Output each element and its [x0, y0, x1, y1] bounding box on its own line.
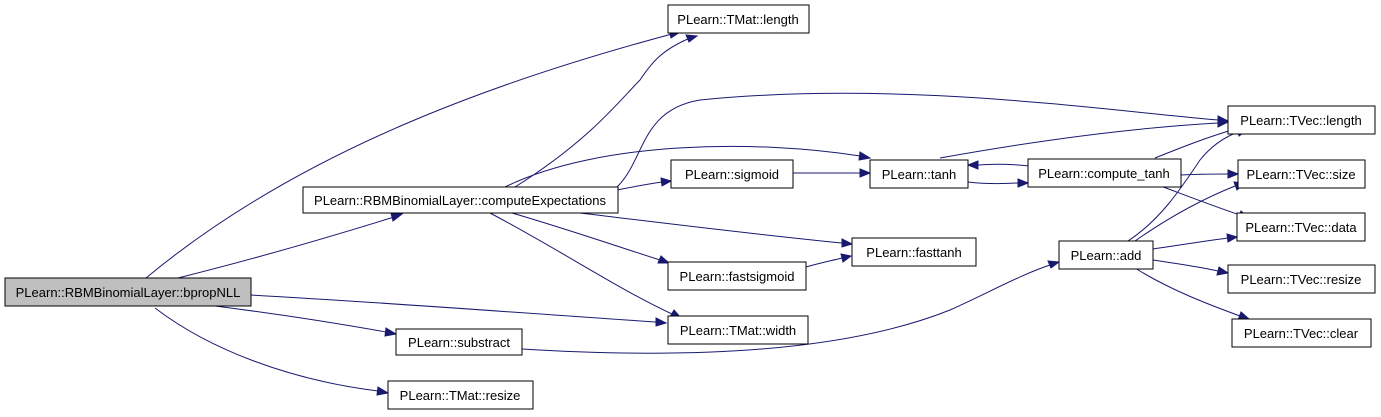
node-computeExpectations[interactable]: PLearn::RBMBinomialLayer::computeExpecta… [302, 186, 619, 214]
node-sigmoid[interactable]: PLearn::sigmoid [670, 159, 794, 189]
arrow-tanh-tvec_length [1217, 118, 1230, 128]
node-label: PLearn::TVec::data [1245, 220, 1357, 235]
node-tvec_data[interactable]: PLearn::TVec::data [1236, 212, 1366, 242]
edge-computeExpectations-fastsigmoid [511, 212, 661, 261]
node-compute_tanh[interactable]: PLearn::compute_tanh [1027, 158, 1182, 188]
arrow-bpropNLL-substract [384, 327, 398, 337]
node-fastsigmoid[interactable]: PLearn::fastsigmoid [667, 261, 807, 291]
node-tvec_length[interactable]: PLearn::TVec::length [1227, 105, 1376, 135]
node-label: PLearn::substract [408, 335, 510, 350]
arrow-compute_tanh-tanh [966, 160, 979, 170]
node-tvec_clear[interactable]: PLearn::TVec::clear [1231, 318, 1372, 348]
edge-substract-add [521, 264, 1051, 354]
nodes: PLearn::RBMBinomialLayer::bpropNLL PLear… [4, 4, 1376, 410]
node-label: PLearn::add [1071, 248, 1142, 263]
edge-compute_tanh-tvec_length [1154, 129, 1233, 159]
edge-tanh-compute_tanh [967, 181, 1019, 185]
edge-add-tvec_data [1152, 237, 1229, 250]
arrow-fastsigmoid-fasttanh [840, 253, 853, 263]
edge-add-tvec_resize [1152, 259, 1219, 272]
node-tmat_length[interactable]: PLearn::TMat::length [667, 4, 810, 34]
edge-computeExpectations-tvec_length [616, 92, 1219, 188]
arrow-computeExpectations-sigmoid [660, 177, 673, 187]
arrow-computeExpectations-fasttanh [841, 238, 854, 248]
node-tvec_size[interactable]: PLearn::TVec::size [1237, 159, 1366, 189]
edge-bpropNLL-tmat_length [145, 33, 673, 279]
edge-computeExpectations-fasttanh [579, 212, 843, 244]
arrow-add-tvec_resize [1216, 266, 1230, 276]
arrow-sigmoid-tanh [859, 168, 872, 178]
arrow-add-tvec_data [1226, 233, 1239, 243]
node-bpropNLL[interactable]: PLearn::RBMBinomialLayer::bpropNLL [4, 277, 252, 307]
node-label: PLearn::compute_tanh [1038, 166, 1170, 181]
node-label: PLearn::TMat::length [677, 12, 798, 27]
arrow-computeExpectations-fastsigmoid [657, 255, 671, 264]
node-tvec_resize[interactable]: PLearn::TVec::resize [1227, 264, 1376, 294]
node-label: PLearn::fastsigmoid [680, 269, 795, 284]
node-fasttanh[interactable]: PLearn::fasttanh [851, 237, 977, 267]
arrow-bpropNLL-computeExpectations [390, 212, 404, 222]
arrow-compute_tanh-tvec_size [1227, 169, 1240, 179]
arrow-bpropNLL-tmat_width [655, 317, 668, 327]
node-label: PLearn::sigmoid [685, 167, 779, 182]
edge-bpropNLL-tmat_resize [154, 307, 379, 392]
node-label: PLearn::TVec::length [1240, 113, 1361, 128]
edge-bpropNLL-tmat_width [249, 294, 657, 323]
node-tanh[interactable]: PLearn::tanh [869, 159, 969, 189]
node-label: PLearn::TMat::resize [400, 388, 521, 403]
node-label: PLearn::TVec::size [1246, 167, 1355, 182]
edge-add-tvec_length [1127, 131, 1239, 242]
edge-tanh-tvec_length [939, 122, 1219, 159]
edge-compute_tanh-tanh [977, 163, 1031, 167]
node-substract[interactable]: PLearn::substract [395, 328, 523, 356]
edge-compute_tanh-tvec_size [1180, 173, 1229, 176]
edge-fastsigmoid-fasttanh [805, 257, 843, 268]
edge-computeExpectations-tanh [504, 145, 861, 188]
node-label: PLearn::tanh [882, 167, 956, 182]
edge-bpropNLL-computeExpectations [177, 216, 395, 279]
arrow-computeExpectations-tmat_length [685, 34, 699, 43]
node-label: PLearn::RBMBinomialLayer::computeExpecta… [314, 193, 606, 208]
node-label: PLearn::TVec::resize [1241, 272, 1362, 287]
arrow-bpropNLL-tmat_resize [376, 386, 390, 396]
arrow-substract-add [1047, 260, 1061, 269]
edge-computeExpectations-tmat_width [489, 212, 673, 315]
edge-add-tvec_size [1134, 185, 1236, 242]
node-label: PLearn::TVec::clear [1244, 326, 1359, 341]
edge-computeExpectations-sigmoid [616, 181, 663, 191]
arrow-tanh-compute_tanh [1017, 178, 1030, 188]
edge-bpropNLL-substract [214, 305, 387, 333]
node-add[interactable]: PLearn::add [1058, 240, 1154, 270]
node-label: PLearn::TMat::width [680, 323, 796, 338]
edge-computeExpectations-tmat_length [514, 37, 691, 188]
edge-add-tvec_clear [1134, 267, 1241, 317]
node-tmat_resize[interactable]: PLearn::TMat::resize [387, 380, 534, 410]
arrow-computeExpectations-tanh [858, 151, 872, 161]
node-label: PLearn::fasttanh [866, 245, 961, 260]
node-label: PLearn::RBMBinomialLayer::bpropNLL [16, 285, 241, 300]
node-tmat_width[interactable]: PLearn::TMat::width [667, 315, 809, 345]
